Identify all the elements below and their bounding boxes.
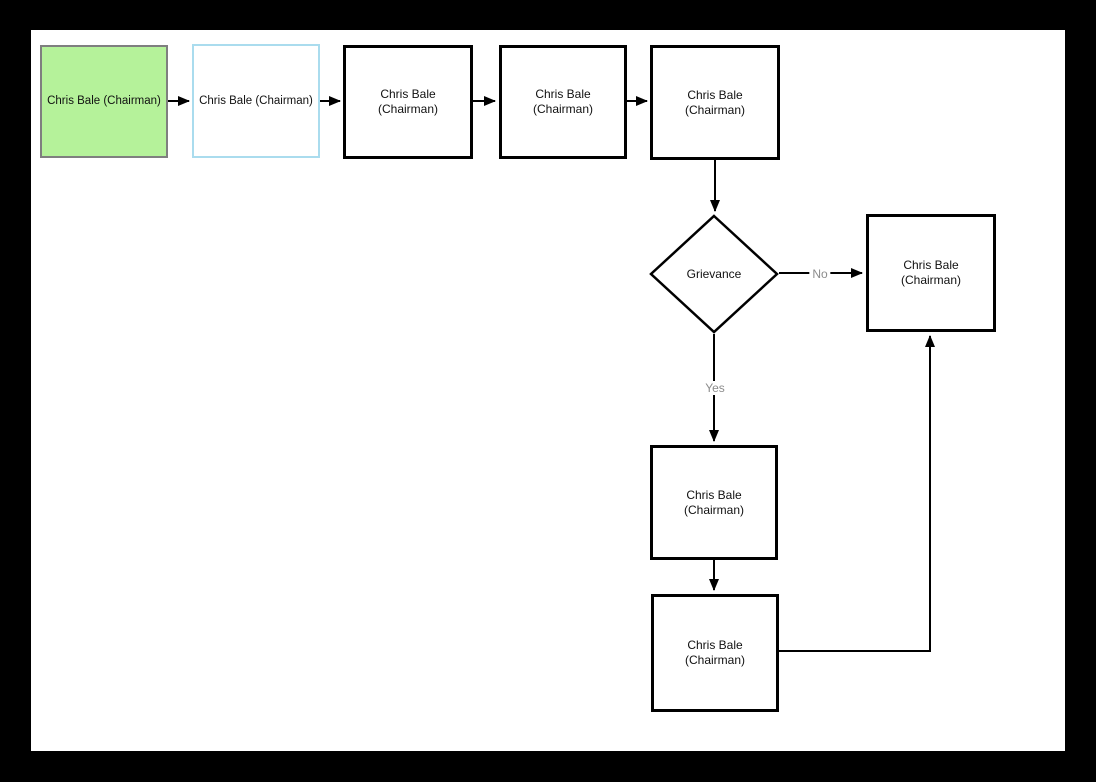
- node-label: Chris Bale (Chairman): [683, 487, 744, 517]
- node-label: Chris Bale (Chairman): [684, 87, 745, 117]
- edge-label-no: No: [809, 267, 831, 281]
- flow-node-final-step[interactable]: Chris Bale (Chairman): [651, 594, 779, 712]
- node-label: Chris Bale (Chairman): [900, 258, 961, 287]
- flow-node-no-branch-step[interactable]: Chris Bale (Chairman): [866, 214, 996, 332]
- diamond-shape: [649, 214, 779, 334]
- edge-label-yes: Yes: [702, 381, 728, 395]
- node-label: Chris Bale (Chairman): [532, 87, 593, 116]
- node-label: Chris Bale (Chairman): [47, 95, 161, 107]
- node-label: Grievance: [686, 267, 742, 281]
- node-label: Chris Bale (Chairman): [684, 638, 745, 667]
- flow-node-step-4[interactable]: Chris Bale (Chairman): [499, 45, 627, 159]
- arrow-final-loopback: [779, 335, 935, 652]
- flow-node-yes-branch-step[interactable]: Chris Bale (Chairman): [650, 445, 778, 560]
- flow-node-step-5[interactable]: Chris Bale (Chairman): [650, 45, 780, 160]
- node-label: Chris Bale (Chairman): [199, 94, 313, 107]
- diagram-canvas: Chris Bale (Chairman) Chris Bale (Chairm…: [31, 30, 1065, 751]
- flow-node-step-2-selected[interactable]: Chris Bale (Chairman): [192, 44, 320, 158]
- flow-node-step-1-start[interactable]: Chris Bale (Chairman): [40, 45, 168, 158]
- flow-node-decision-grievance[interactable]: Grievance: [649, 214, 779, 334]
- flow-node-step-3[interactable]: Chris Bale (Chairman): [343, 45, 473, 159]
- node-label: Chris Bale (Chairman): [377, 87, 438, 116]
